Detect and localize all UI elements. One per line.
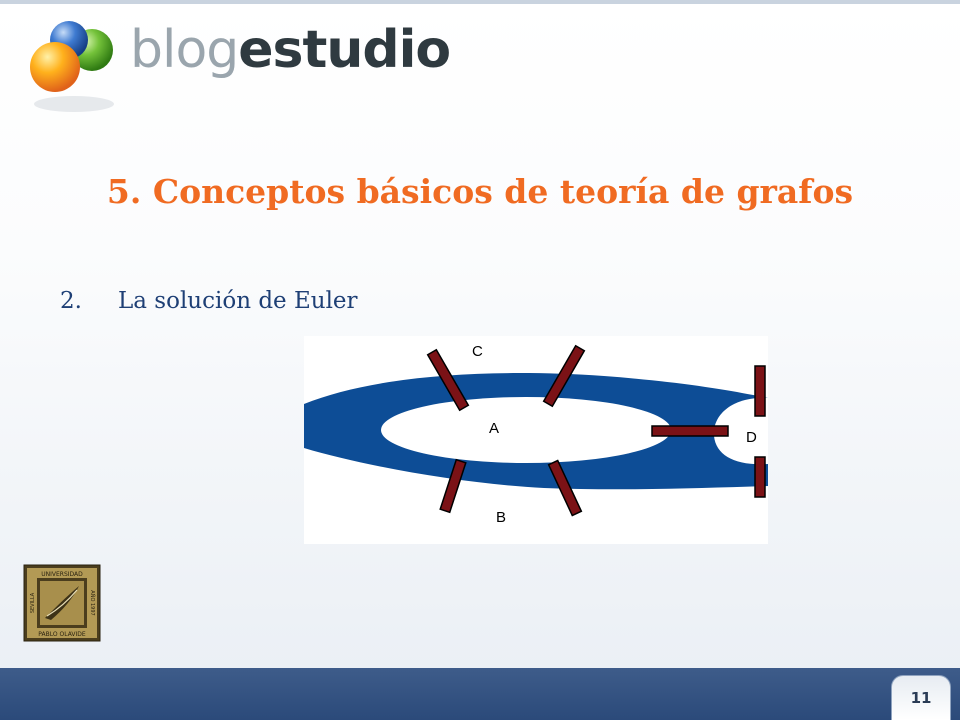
university-seal: UNIVERSIDAD PABLO OLAVIDE SEVILLA AÑO 19…	[23, 564, 101, 642]
logo-text: blogestudio	[130, 20, 451, 80]
bridge	[754, 365, 766, 417]
bridge	[542, 344, 586, 408]
seal-top-text: UNIVERSIDAD	[41, 571, 83, 578]
slide-title: 5. Conceptos básicos de teoría de grafos	[106, 172, 854, 211]
node-label-b: B	[496, 509, 506, 526]
logo-text-light: blog	[130, 20, 239, 80]
bridge	[426, 348, 470, 412]
node-label-c: C	[472, 343, 483, 360]
list-number: 2.	[60, 288, 82, 314]
bridge	[439, 458, 467, 514]
logo-spheres-icon	[30, 21, 114, 112]
top-strip	[0, 0, 960, 4]
seal-left-text: SEVILLA	[30, 592, 36, 613]
logo-text-dark: estudio	[238, 20, 451, 80]
bridge	[651, 425, 729, 437]
island-a	[381, 397, 671, 463]
page-number: 11	[891, 675, 951, 720]
footer-bar	[0, 668, 960, 720]
blogestudio-logo: blogestudio	[22, 12, 451, 122]
konigsberg-bridges-diagram: C A D B	[304, 336, 768, 544]
list-item: 2. La solución de Euler	[60, 288, 358, 314]
seal-right-text: AÑO 1997	[89, 590, 96, 615]
bridge	[754, 456, 766, 498]
seal-bottom-text: PABLO OLAVIDE	[38, 631, 86, 638]
node-label-d: D	[746, 429, 757, 446]
bridge	[547, 459, 583, 517]
list-text: La solución de Euler	[118, 288, 358, 314]
node-label-a: A	[489, 420, 499, 437]
